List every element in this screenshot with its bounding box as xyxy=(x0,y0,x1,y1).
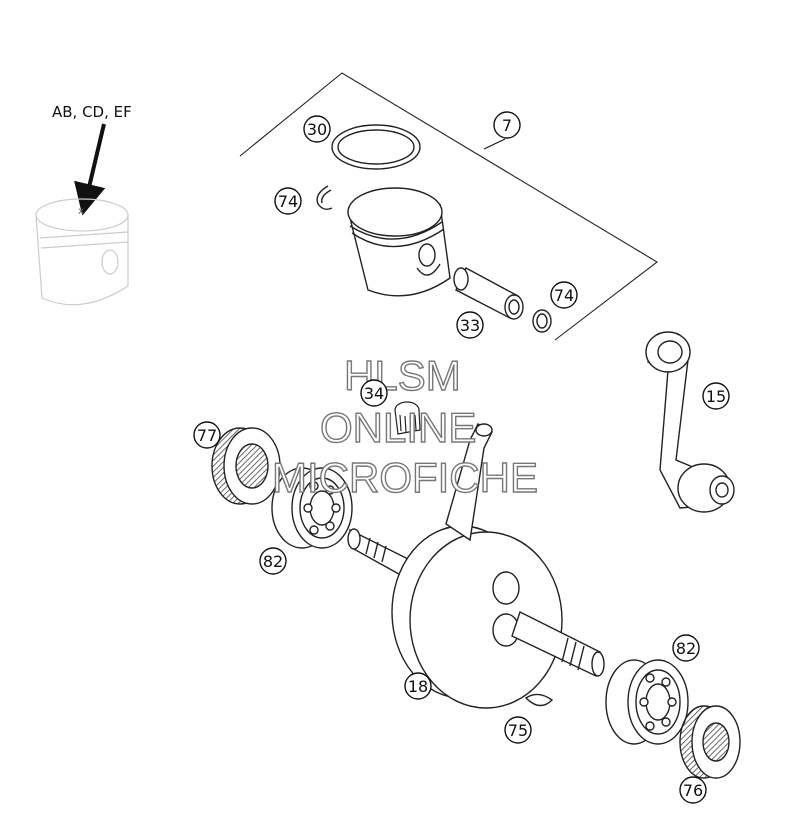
circlip-lower xyxy=(532,309,552,333)
callout-77: 77 xyxy=(193,421,221,449)
piston-size-label: AB, CD, EF xyxy=(52,103,132,121)
piston-pin xyxy=(453,267,524,320)
callout-number: 82 xyxy=(263,552,283,571)
svg-text:x: x xyxy=(78,206,84,217)
watermark: HLSM ONLINE MICROFICHE xyxy=(271,351,538,501)
callout-number: 30 xyxy=(307,120,327,139)
oil-seal-right xyxy=(679,705,741,779)
callout-number: 75 xyxy=(508,721,528,740)
callout-76: 76 xyxy=(679,776,707,804)
circlip-upper xyxy=(316,185,333,211)
callout-7: 7 xyxy=(483,111,521,150)
piston-kit-bracket xyxy=(239,72,658,341)
callout-number: 33 xyxy=(460,316,480,335)
faded-piston-illustration: x xyxy=(35,198,129,306)
callout-18: 18 xyxy=(404,672,432,700)
oil-seal-left xyxy=(211,427,281,505)
callout-number: 74 xyxy=(278,192,298,211)
piston-ring xyxy=(331,124,421,170)
crankshaft xyxy=(347,423,605,709)
callout-number: 7 xyxy=(502,116,512,135)
callout-number: 74 xyxy=(554,286,574,305)
callout-82-right: 82 xyxy=(672,634,700,662)
watermark-line-3: MICROFICHE xyxy=(272,454,538,501)
callout-number: 34 xyxy=(364,384,384,403)
callout-number: 76 xyxy=(683,781,703,800)
needle-bearing xyxy=(394,401,421,435)
callout-33: 33 xyxy=(456,311,484,339)
ball-bearing-left xyxy=(271,467,353,549)
callout-74-upper: 74 xyxy=(274,187,302,215)
woodruff-key xyxy=(524,693,554,707)
callout-34: 34 xyxy=(360,379,388,407)
callout-74-lower: 74 xyxy=(550,281,578,309)
pointer-arrow xyxy=(74,123,106,216)
ball-bearing-right xyxy=(605,659,689,745)
callout-number: 82 xyxy=(676,639,696,658)
watermark-line-2: ONLINE xyxy=(320,404,476,451)
connecting-rod xyxy=(645,331,735,513)
callout-number: 15 xyxy=(706,387,726,406)
piston xyxy=(347,187,451,297)
callout-number: 18 xyxy=(408,677,428,696)
callout-82-left: 82 xyxy=(259,547,287,575)
callout-30: 30 xyxy=(303,115,331,143)
callout-75: 75 xyxy=(504,716,532,744)
callout-15: 15 xyxy=(702,382,730,410)
callout-number: 77 xyxy=(197,426,217,445)
